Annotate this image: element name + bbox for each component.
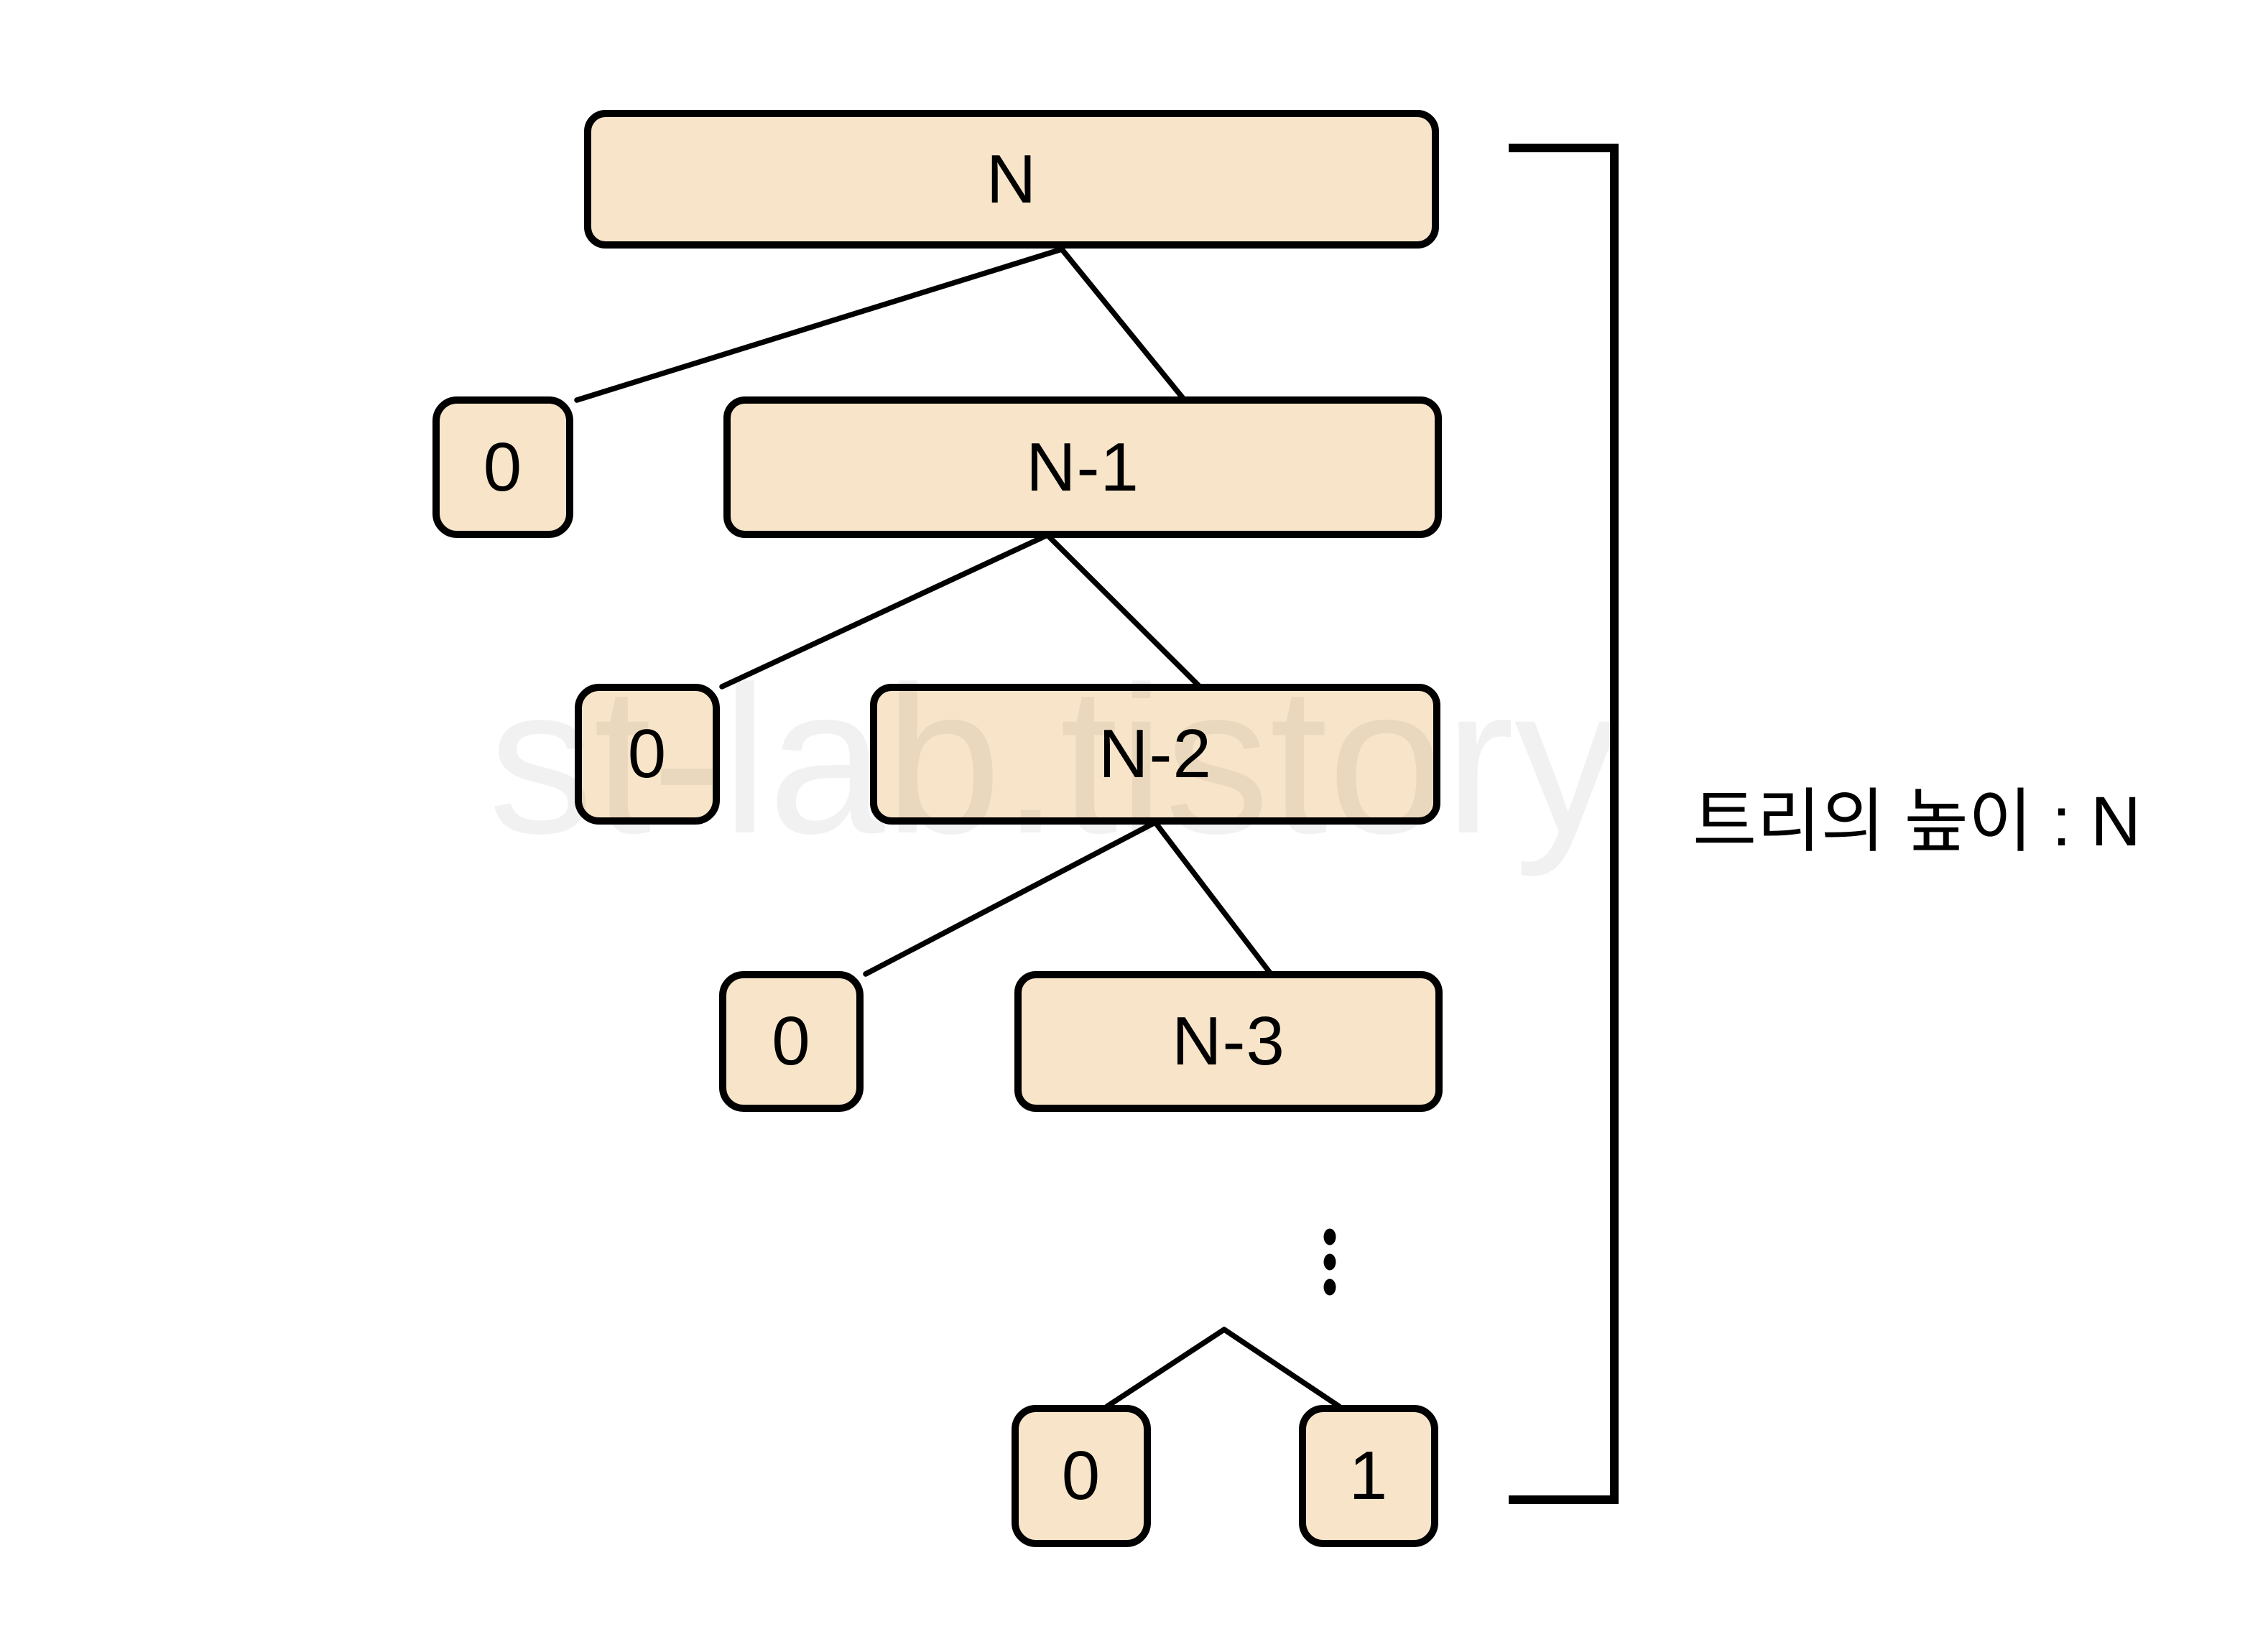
vertical-ellipsis-icon (1323, 1228, 1336, 1296)
edge-n1-to-n2 (1045, 532, 1203, 690)
height-bracket (1509, 144, 1619, 1504)
node-label: N (986, 140, 1037, 218)
edge-root-to-n1 (1059, 246, 1187, 402)
edge-n2-to-n3 (1152, 820, 1274, 977)
edge-bottom-to-leaf0 (1104, 1327, 1227, 1409)
tree-node-leaf-level2: 0 (575, 684, 720, 825)
tree-node-leaf-level3: 0 (719, 971, 864, 1112)
node-label: 0 (772, 1003, 811, 1080)
node-label: N-1 (1026, 428, 1139, 506)
tree-node-n-minus-2: N-2 (870, 684, 1440, 825)
tree-edges (574, 246, 1342, 1409)
tree-node-leaf-level1: 0 (432, 396, 573, 538)
node-label: 0 (483, 428, 523, 506)
edge-root-to-leaf0 (574, 246, 1065, 403)
tree-node-bottom-leaf-0: 0 (1012, 1405, 1151, 1547)
node-label: 0 (627, 715, 667, 792)
tree-node-root: N (584, 110, 1439, 249)
tree-node-bottom-leaf-1: 1 (1299, 1405, 1438, 1547)
tree-node-n-minus-3: N-3 (1014, 971, 1443, 1112)
tree-height-annotation: 트리의 높이 : N (1693, 782, 2142, 860)
edge-bottom-to-leaf1 (1221, 1327, 1342, 1409)
node-label: 1 (1348, 1437, 1389, 1514)
node-label: N-2 (1098, 715, 1212, 792)
node-label: 0 (1061, 1437, 1101, 1514)
edge-n2-to-leaf0 (863, 820, 1158, 977)
node-label: N-3 (1172, 1003, 1285, 1080)
edge-n1-to-leaf0 (719, 532, 1050, 690)
tree-node-n-minus-1: N-1 (723, 396, 1442, 538)
